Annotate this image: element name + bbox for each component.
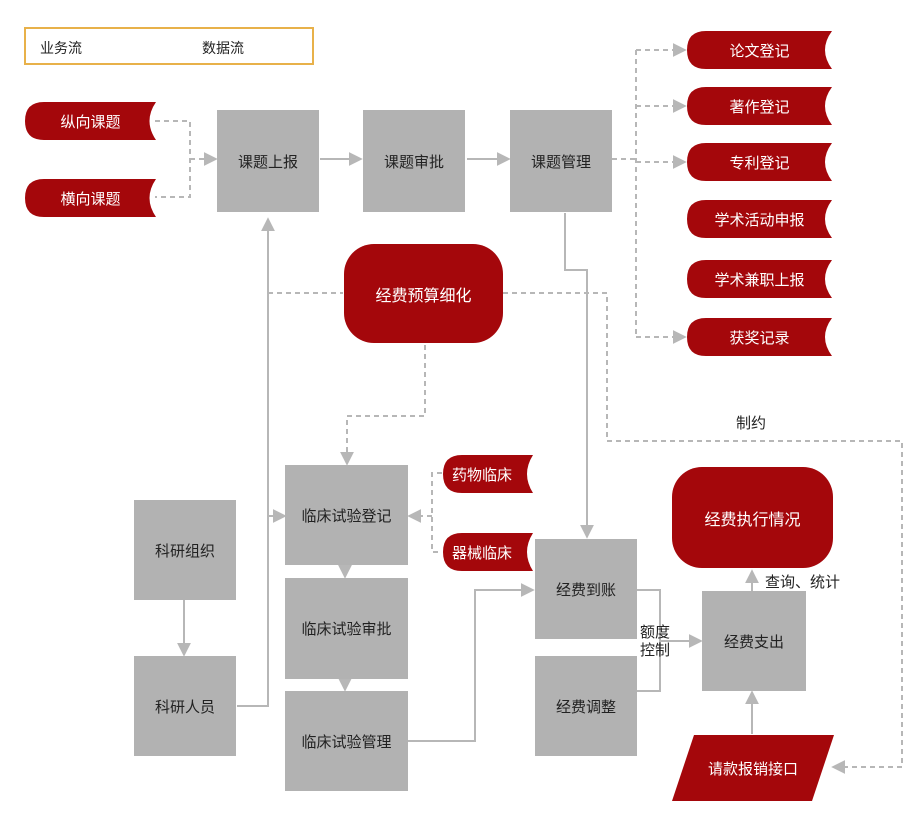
box-research-personnel: 科研人员 (134, 656, 236, 756)
tag-vertical-topic: 纵向课题 (25, 102, 156, 140)
tag-output-award: 获奖记录 (687, 318, 832, 356)
tag-drug-clinical-label: 药物临床 (451, 465, 512, 484)
legend-business-flow: 业务流 (40, 41, 82, 57)
box-topic-manage: 课题管理 (510, 110, 612, 212)
box-clinical-register: 临床试验登记 (285, 465, 408, 565)
box-budget-detail: 经费预算细化 (344, 244, 503, 343)
tag-horizontal-topic-label: 横向课题 (60, 189, 121, 208)
tag-output-book: 著作登记 (687, 87, 832, 125)
box-topic-approve: 课题审批 (363, 110, 465, 212)
tag-vertical-topic-label: 纵向课题 (60, 112, 121, 131)
box-clinical-manage: 临床试验管理 (285, 691, 408, 791)
tag-output-paper: 论文登记 (687, 31, 832, 69)
tag-shape (687, 31, 832, 69)
label-quota-line1: 额度 (640, 623, 671, 641)
box-payment-interface: 请款报销接口 (672, 735, 834, 801)
tag-shape (687, 260, 832, 298)
tag-output-parttime: 学术兼职上报 (687, 260, 832, 298)
legend-box: 业务流 数据流 (24, 27, 314, 65)
tag-shape (687, 143, 832, 181)
tag-shape (443, 533, 533, 571)
tag-shape (25, 102, 156, 140)
box-fund-expense: 经费支出 (702, 591, 806, 691)
label-quota-control: 额度 控制 (640, 623, 670, 659)
parallelogram-shape (672, 735, 834, 801)
box-fund-execution: 经费执行情况 (672, 467, 833, 568)
output-label: 获奖记录 (729, 328, 790, 347)
box-payment-interface-label: 请款报销接口 (707, 759, 798, 778)
tag-shape (687, 318, 832, 356)
tag-output-patent: 专利登记 (687, 143, 832, 181)
legend-data-flow: 数据流 (202, 41, 244, 57)
box-fund-adjust: 经费调整 (535, 656, 637, 756)
label-constraint: 制约 (736, 414, 767, 432)
tag-drug-clinical: 药物临床 (443, 455, 533, 493)
tag-device-clinical: 器械临床 (443, 533, 533, 571)
output-label: 专利登记 (729, 153, 790, 172)
tag-shape (687, 200, 832, 238)
tag-shape (25, 179, 156, 217)
output-label: 论文登记 (729, 41, 790, 60)
tag-shape (443, 455, 533, 493)
output-label: 著作登记 (729, 97, 790, 116)
label-quota-line2: 控制 (640, 641, 671, 659)
tag-output-activity: 学术活动申报 (687, 200, 832, 238)
box-fund-arrival: 经费到账 (535, 539, 637, 639)
label-query-stats: 查询、统计 (765, 573, 841, 591)
box-clinical-approve: 临床试验审批 (285, 578, 408, 679)
tag-shape (687, 87, 832, 125)
box-topic-report: 课题上报 (217, 110, 319, 212)
output-label: 学术兼职上报 (714, 270, 805, 289)
tag-device-clinical-label: 器械临床 (451, 543, 512, 562)
tag-horizontal-topic: 横向课题 (25, 179, 156, 217)
output-label: 学术活动申报 (714, 210, 805, 229)
box-research-organization: 科研组织 (134, 500, 236, 600)
